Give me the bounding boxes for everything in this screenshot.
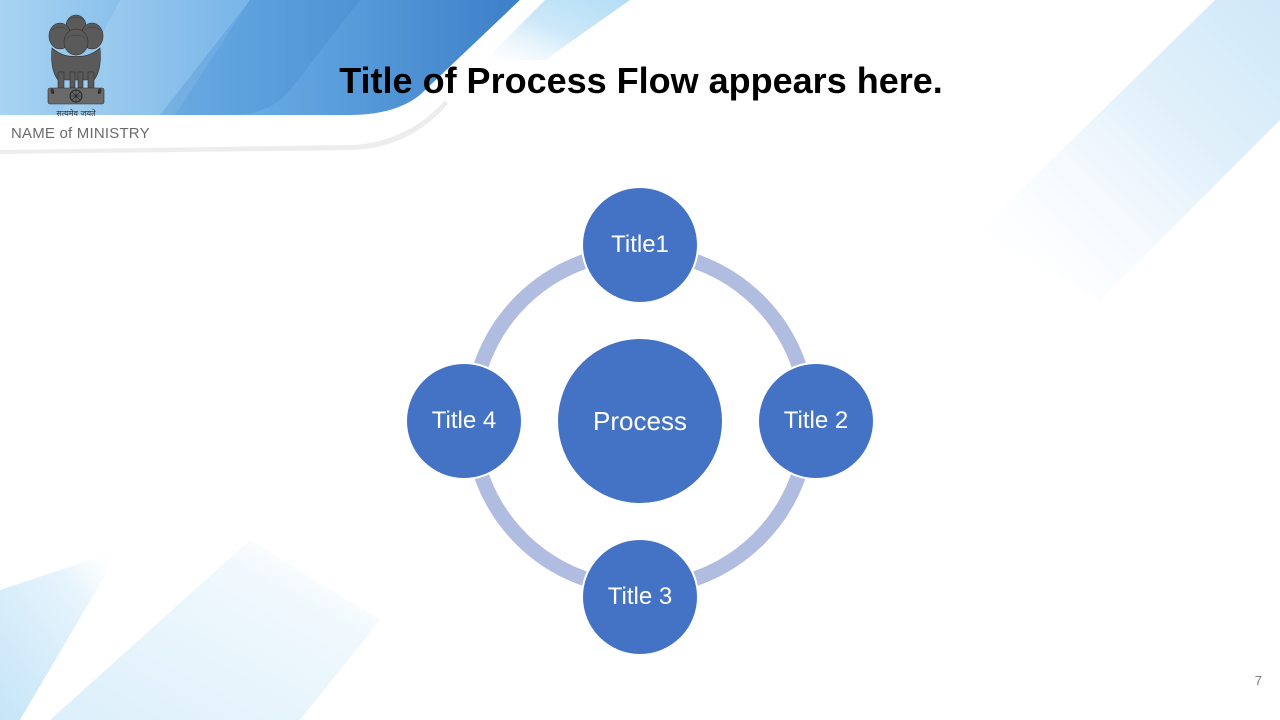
state-emblem-icon	[47, 14, 105, 105]
process-node-title2[interactable]: Title 2	[757, 362, 875, 480]
process-center-node[interactable]: Process	[556, 337, 724, 505]
process-node-title3[interactable]: Title 3	[581, 538, 699, 656]
ministry-name: NAME of MINISTRY	[11, 125, 150, 142]
process-node-title1[interactable]: Title1	[581, 186, 699, 304]
slide-title[interactable]: Title of Process Flow appears here.	[339, 60, 943, 101]
process-node-title4[interactable]: Title 4	[405, 362, 523, 480]
page-number: 7	[1254, 673, 1262, 688]
emblem-motto: सत्यमेव जयते	[56, 109, 96, 118]
